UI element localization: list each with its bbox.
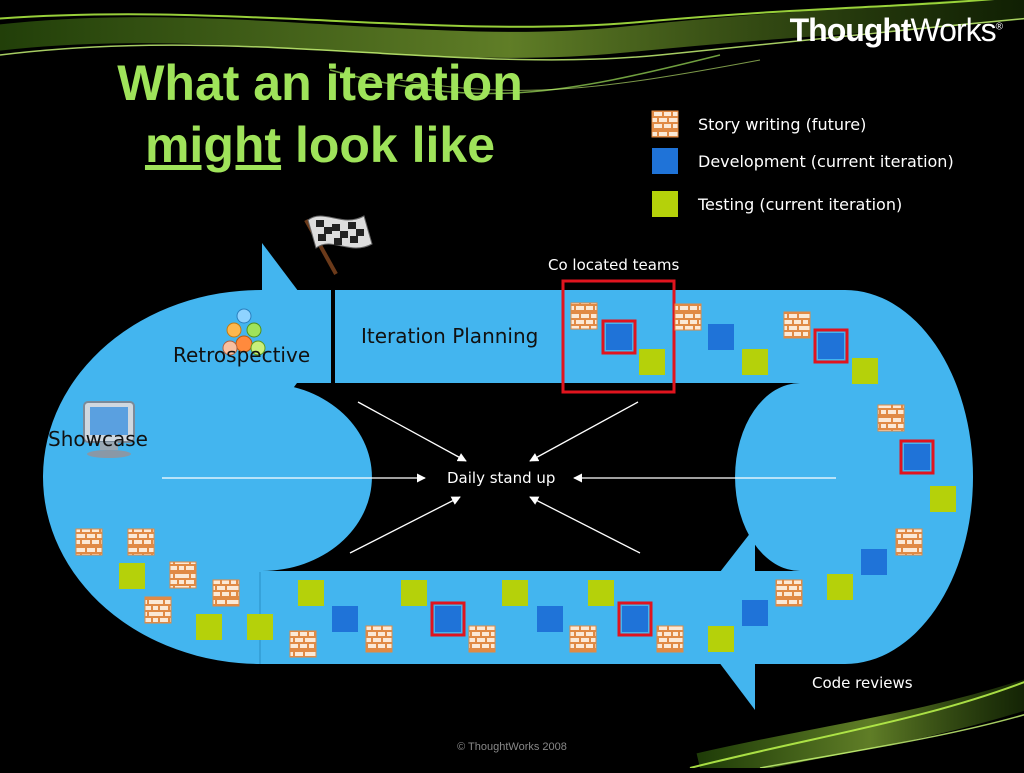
story-card	[895, 528, 923, 556]
bottom-swoosh-decoration	[689, 679, 1024, 773]
copyright-footer: © ThoughtWorks 2008	[457, 741, 567, 753]
story-card	[569, 625, 597, 653]
testing-card	[298, 580, 324, 606]
testing-card	[196, 614, 222, 640]
logo-registered-mark: ®	[995, 21, 1003, 33]
title-line-2: might look like	[80, 114, 560, 176]
legend-testing-icon	[652, 191, 678, 217]
development-card	[622, 606, 648, 632]
development-card	[904, 444, 930, 470]
daily-standup-label: Daily stand up	[447, 469, 556, 487]
co-located-highlight	[561, 279, 676, 394]
legend-label-story: Story writing (future)	[698, 115, 867, 134]
development-card	[332, 606, 358, 632]
logo-bold-text: Thought	[789, 12, 912, 48]
development-card	[861, 549, 887, 575]
development-card	[742, 600, 768, 626]
legend-story-icon	[651, 110, 679, 138]
title-rest: look like	[281, 117, 496, 173]
testing-card	[588, 580, 614, 606]
testing-card	[639, 349, 665, 375]
testing-card	[852, 358, 878, 384]
story-cards	[75, 302, 956, 658]
story-card	[75, 528, 103, 556]
story-card	[570, 302, 598, 330]
standup-arrows	[162, 401, 836, 554]
story-card	[877, 404, 905, 432]
legend-development-icon	[652, 148, 678, 174]
testing-card	[930, 486, 956, 512]
top-swoosh-decoration	[0, 0, 1024, 95]
testing-card	[119, 563, 145, 589]
story-card	[212, 579, 240, 607]
legend-label-testing: Testing (current iteration)	[698, 195, 903, 214]
testing-card	[247, 614, 273, 640]
story-card	[775, 579, 803, 607]
story-card	[144, 596, 172, 624]
story-card	[127, 528, 155, 556]
code-review-highlight	[813, 328, 849, 364]
code-reviews-label: Code reviews	[812, 674, 913, 692]
story-card	[783, 311, 811, 339]
testing-card	[708, 626, 734, 652]
development-card	[818, 333, 844, 359]
testing-card	[502, 580, 528, 606]
testing-card	[827, 574, 853, 600]
iteration-planning-label: Iteration Planning	[361, 324, 539, 348]
thoughtworks-logo: ThoughtWorks®	[789, 12, 1003, 49]
code-review-highlight	[430, 601, 466, 637]
story-card	[169, 561, 197, 589]
checkered-flag-icon	[304, 215, 373, 275]
page-title: What an iteration might look like	[80, 52, 560, 176]
testing-card	[742, 349, 768, 375]
showcase-label: Showcase	[48, 427, 148, 451]
development-card	[435, 606, 461, 632]
code-review-highlight	[617, 601, 653, 637]
retrospective-label: Retrospective	[173, 343, 311, 367]
computer-monitor-icon	[83, 401, 135, 458]
story-card	[365, 625, 393, 653]
story-card	[289, 630, 317, 658]
development-card	[708, 324, 734, 350]
story-card	[468, 625, 496, 653]
story-card	[674, 303, 702, 331]
title-emphasis: might	[144, 117, 282, 173]
development-card	[606, 324, 632, 350]
legend-icons	[651, 110, 679, 217]
title-line-1: What an iteration	[117, 55, 523, 111]
code-review-highlight	[601, 319, 637, 355]
logo-regular-text: Works	[910, 12, 997, 48]
story-card	[656, 625, 684, 653]
testing-card	[401, 580, 427, 606]
legend-label-development: Development (current iteration)	[698, 152, 954, 171]
code-review-highlight	[899, 439, 935, 475]
development-card	[537, 606, 563, 632]
co-located-teams-label: Co located teams	[548, 256, 680, 274]
people-group-icon	[222, 308, 266, 356]
